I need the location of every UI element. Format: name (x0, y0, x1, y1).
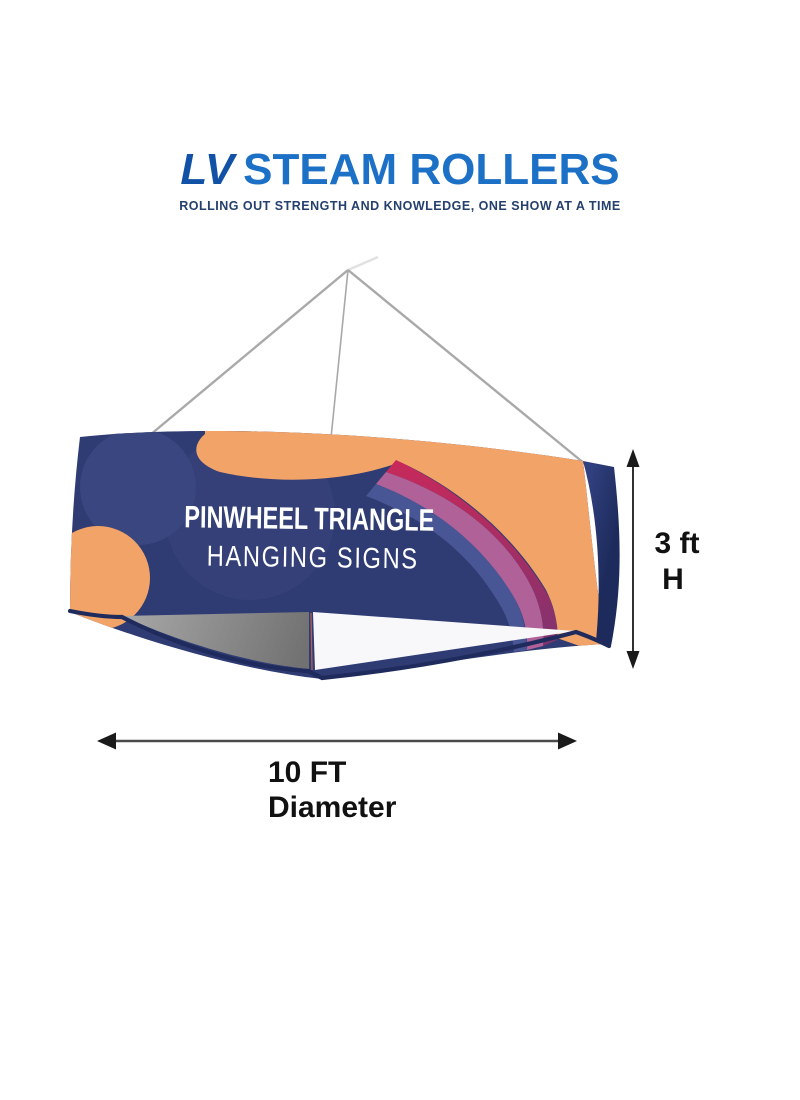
height-unit-label: H (662, 563, 684, 596)
diameter-arrow-left-icon (97, 732, 116, 750)
diameter-unit-label: Diameter (268, 791, 397, 824)
wire-center (330, 269, 349, 439)
height-dimension: 3 ft H (626, 449, 700, 669)
diameter-arrow-right-icon (558, 732, 577, 750)
logo-brand-rest: STEAM ROLLERS (243, 145, 620, 194)
orange-circle (70, 526, 150, 630)
logo-brand-first: LV (180, 145, 235, 194)
height-value-label: 3 ft (655, 527, 700, 560)
hanging-wires (149, 255, 586, 465)
banner-side-face (583, 461, 620, 646)
logo-tagline: ROLLING OUT STRENGTH AND KNOWLEDGE, ONE … (179, 199, 621, 213)
height-arrow-down-icon (626, 651, 640, 669)
banner-title-line1: PINWHEEL TRIANGLE (184, 499, 434, 537)
orange-swoosh (196, 430, 605, 655)
underside-white (313, 612, 576, 670)
banner-title-line2: HANGING SIGNS (207, 541, 419, 576)
wire-stub (347, 255, 379, 272)
wire-right (347, 269, 586, 465)
underside-gray (122, 612, 309, 669)
banner-text: PINWHEEL TRIANGLE HANGING SIGNS (184, 499, 434, 576)
underside-seam (310, 612, 313, 671)
steel-swoosh (366, 484, 527, 652)
diameter-dimension: 10 FT Diameter (97, 732, 577, 824)
wire-left (149, 269, 349, 436)
bottom-rim (67, 608, 612, 681)
subtle-circle-left (80, 430, 196, 545)
height-arrow-up-icon (626, 449, 640, 467)
diameter-value-label: 10 FT (268, 756, 346, 789)
